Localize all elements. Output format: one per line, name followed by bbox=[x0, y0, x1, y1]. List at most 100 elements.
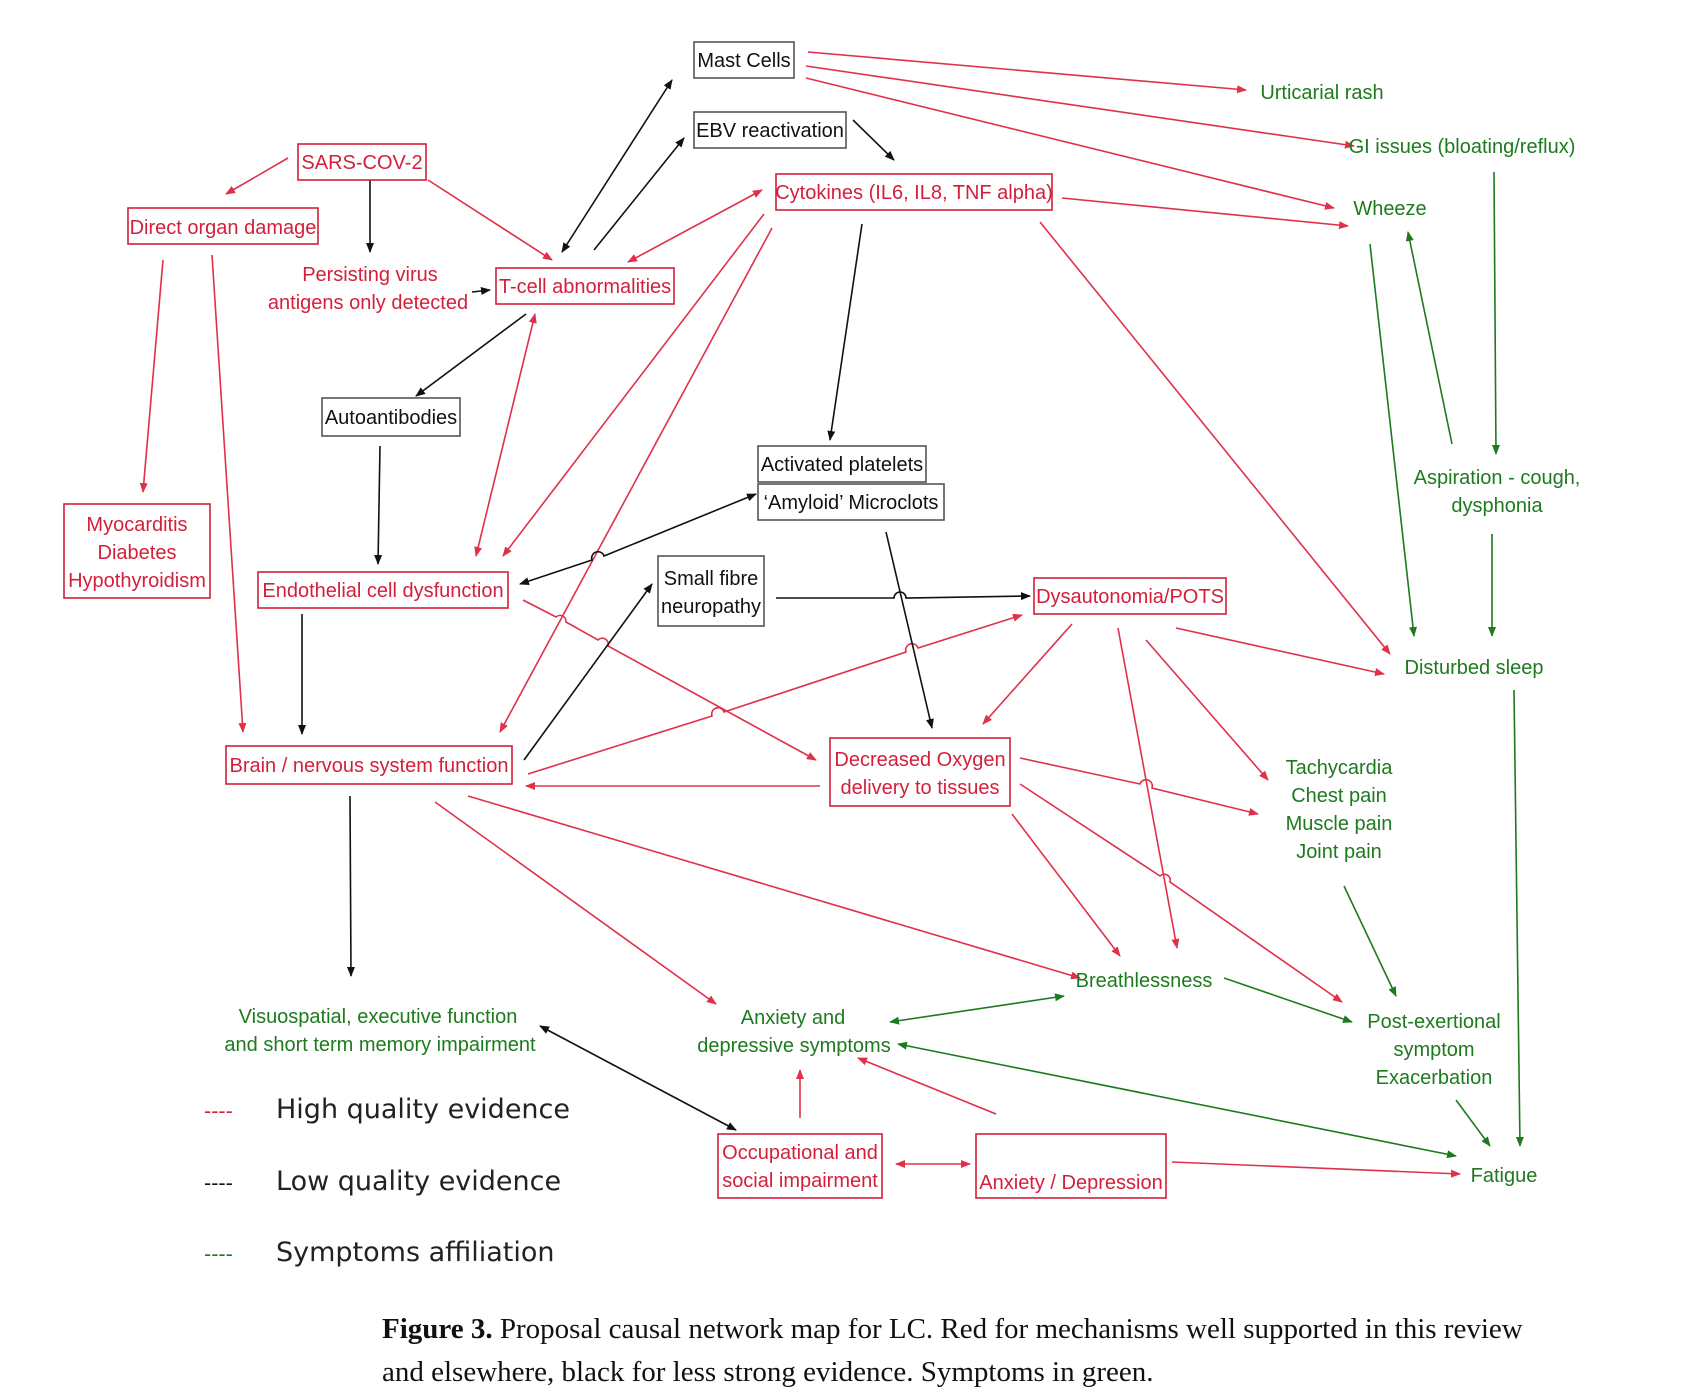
node-aspiration-line1: Aspiration - cough, bbox=[1414, 467, 1581, 489]
node-ebv: EBV reactivation bbox=[696, 120, 844, 142]
node-autoantibodies: Autoantibodies bbox=[325, 407, 457, 429]
node-brain: Brain / nervous system function bbox=[229, 755, 508, 777]
edge-direct-myo bbox=[139, 259, 164, 493]
edge-tcell-endothelial bbox=[474, 313, 537, 557]
node-occupational-line1: Occupational and bbox=[722, 1142, 878, 1164]
edge-mast-wheeze bbox=[805, 77, 1335, 210]
edge-oxygen-breath bbox=[1011, 813, 1121, 957]
edge-persisting-tcell bbox=[471, 287, 491, 295]
node-myo-line2: Diabetes bbox=[98, 542, 177, 564]
edge-anxdep-fatigue bbox=[1171, 1161, 1461, 1178]
node-tachy-line3: Muscle pain bbox=[1286, 813, 1393, 835]
box-brain bbox=[225, 745, 513, 785]
edge-pem-fatigue bbox=[1455, 1099, 1491, 1147]
edge-brain-smallfibre bbox=[523, 583, 653, 761]
edge-tachy-pem bbox=[1343, 885, 1397, 997]
node-anxsym-line1: Anxiety and bbox=[741, 1007, 846, 1029]
node-fatigue: Fatigue bbox=[1471, 1165, 1538, 1187]
edge-wheeze-sleep bbox=[1369, 243, 1417, 637]
edge-endothelial-microclots bbox=[519, 493, 757, 585]
box-dysautonomia bbox=[1033, 577, 1227, 615]
node-myo-line3: Hypothyroidism bbox=[68, 570, 206, 592]
box-direct-organ bbox=[127, 207, 319, 245]
edge-brain-breath bbox=[467, 795, 1081, 980]
legend-low-label: Low quality evidence bbox=[276, 1166, 561, 1197]
box-anxdep bbox=[975, 1133, 1167, 1199]
node-endothelial: Endothelial cell dysfunction bbox=[262, 580, 503, 602]
node-oxygen-line2: delivery to tissues bbox=[841, 777, 1000, 799]
box-cytokines bbox=[775, 173, 1053, 211]
edge-dysautonomia-breath bbox=[1117, 627, 1180, 949]
node-urticarial: Urticarial rash bbox=[1260, 82, 1383, 104]
edge-dysautonomia-sleep bbox=[1175, 627, 1385, 676]
edge-ebv-cytokines bbox=[852, 119, 895, 161]
legend-high-label: High quality evidence bbox=[276, 1094, 570, 1125]
node-small-fibre-line2: neuropathy bbox=[661, 596, 761, 618]
node-sars: SARS-COV-2 bbox=[301, 152, 422, 174]
edge-sars-direct bbox=[225, 157, 289, 195]
node-mast: Mast Cells bbox=[697, 50, 790, 72]
box-mast bbox=[693, 41, 795, 79]
node-persisting-line1: Persisting virus bbox=[302, 264, 438, 286]
figure-caption: Figure 3. Proposal causal network map fo… bbox=[382, 1313, 1523, 1388]
edge-visuo-occ bbox=[539, 1025, 737, 1131]
edge-anxsym-fatigue bbox=[897, 1041, 1457, 1159]
node-breathlessness: Breathlessness bbox=[1076, 970, 1213, 992]
node-pem-line1: Post-exertional bbox=[1367, 1011, 1500, 1033]
legend: ---- High quality evidence ---- Low qual… bbox=[204, 1094, 570, 1268]
edge-oxygen-pem bbox=[1019, 783, 1343, 1003]
edge-autoantibodies-endothelial bbox=[374, 445, 383, 565]
node-platelets: Activated platelets bbox=[761, 454, 923, 476]
node-gi: GI issues (bloating/reflux) bbox=[1349, 136, 1576, 158]
node-direct-organ: Direct organ damage bbox=[130, 217, 317, 239]
edge-anxdep-anxsym bbox=[857, 1057, 997, 1115]
box-microclots bbox=[757, 483, 945, 521]
node-persisting-line2: antigens only detected bbox=[268, 292, 468, 314]
edge-dysautonomia-oxygen bbox=[982, 623, 1073, 725]
edge-tcell-autoantibodies bbox=[415, 313, 527, 397]
box-small-fibre bbox=[657, 555, 765, 627]
node-oxygen-line1: Decreased Oxygen bbox=[834, 749, 1005, 771]
box-myo bbox=[63, 503, 211, 599]
node-small-fibre-line1: Small fibre bbox=[664, 568, 758, 590]
box-occupational bbox=[717, 1133, 883, 1199]
node-aspiration-line2: dysphonia bbox=[1451, 495, 1543, 517]
edge-sars-tcell bbox=[427, 179, 553, 261]
edge-brain-anxsym bbox=[434, 801, 717, 1005]
caption-line2: and elsewhere, black for less strong evi… bbox=[382, 1356, 1154, 1388]
edge-cytokines-sleep bbox=[1039, 221, 1391, 655]
node-tachy-line2: Chest pain bbox=[1291, 785, 1387, 807]
edge-gi-aspiration bbox=[1491, 171, 1500, 455]
caption-text1: Proposal causal network map for LC. Red … bbox=[493, 1313, 1523, 1345]
node-cytokines: Cytokines (IL6, IL8, TNF alpha) bbox=[775, 182, 1053, 204]
node-tachy-line4: Joint pain bbox=[1296, 841, 1382, 863]
edge-microclots-oxygen bbox=[885, 531, 934, 729]
edge-dysautonomia-tachy bbox=[1145, 639, 1269, 781]
node-wheeze: Wheeze bbox=[1353, 198, 1426, 220]
node-tcell: T-cell abnormalities bbox=[499, 276, 671, 298]
legend-symptoms-label: Symptoms affiliation bbox=[276, 1237, 555, 1268]
edge-endothelial-oxygen bbox=[522, 599, 817, 761]
node-tachy-line1: Tachycardia bbox=[1286, 757, 1394, 779]
box-ebv bbox=[693, 111, 847, 149]
edge-mast-urticarial bbox=[807, 51, 1247, 94]
node-dysautonomia: Dysautonomia/POTS bbox=[1036, 586, 1224, 608]
edge-aspiration-wheeze bbox=[1405, 231, 1453, 445]
legend-low-dash: ---- bbox=[204, 1171, 233, 1195]
box-sars bbox=[297, 143, 427, 181]
edge-tcell-ebv bbox=[593, 137, 685, 251]
caption-line1: Figure 3. Proposal causal network map fo… bbox=[382, 1313, 1523, 1345]
node-labels: SARS-COV-2 Direct organ damage Persistin… bbox=[68, 50, 1580, 1194]
edge-oxygen-tachy bbox=[1019, 757, 1259, 816]
node-visuo-line1: Visuospatial, executive function bbox=[239, 1006, 518, 1028]
node-pem-line2: symptom bbox=[1393, 1039, 1474, 1061]
edge-cytokines-platelets bbox=[827, 223, 863, 441]
edge-anxsym-breath bbox=[889, 993, 1065, 1025]
legend-high-dash: ---- bbox=[204, 1099, 233, 1123]
legend-symptoms-dash: ---- bbox=[204, 1242, 233, 1266]
node-disturbed-sleep: Disturbed sleep bbox=[1405, 657, 1544, 679]
caption-label: Figure 3. bbox=[382, 1313, 493, 1345]
edge-sleep-fatigue bbox=[1513, 689, 1524, 1147]
